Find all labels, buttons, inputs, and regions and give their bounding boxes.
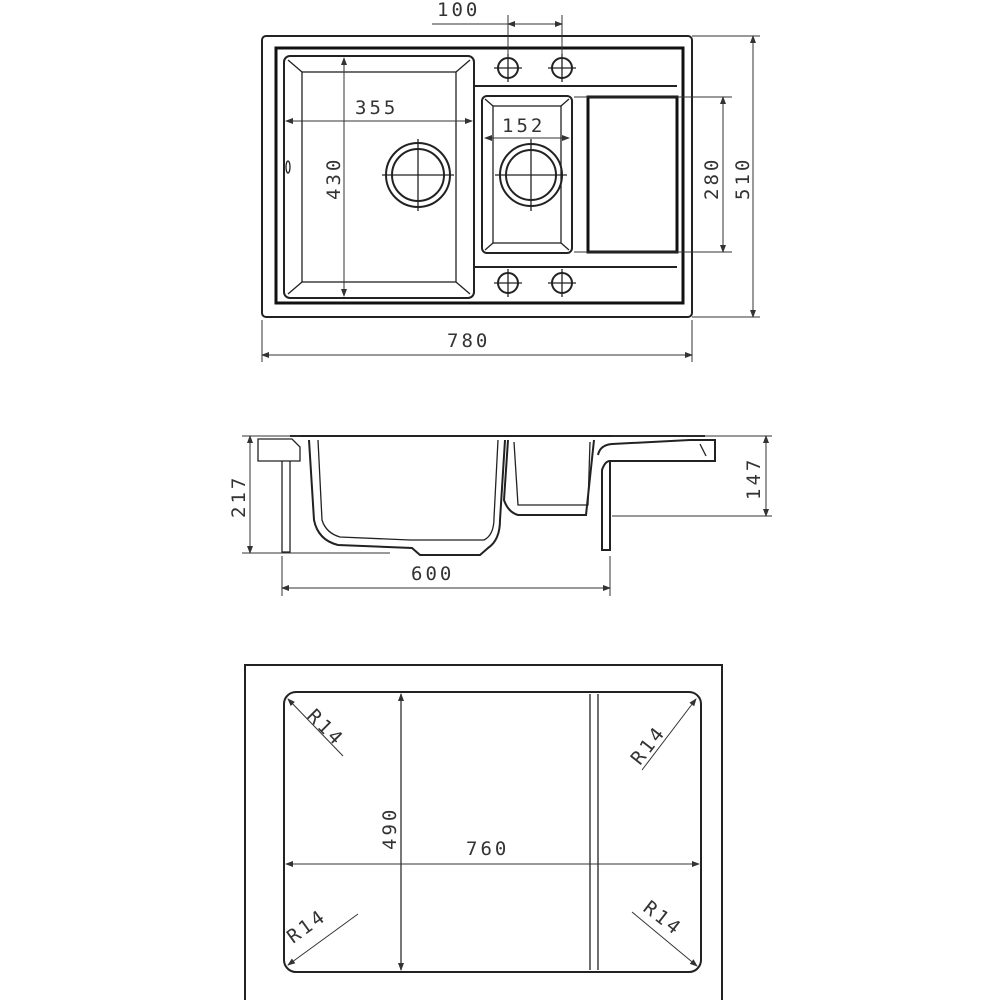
dim-cabinet-width: 600: [411, 563, 454, 585]
dim-total-height: 217: [228, 475, 250, 518]
radius-top-right: R14: [627, 721, 671, 769]
dim-main-bowl-width: 355: [355, 97, 398, 119]
dim-small-bowl-width: 152: [502, 115, 545, 137]
sink-rim: [274, 46, 685, 305]
waste-main-icon: [382, 139, 454, 211]
cutout-view: 760 490 R14 R14 R14 R14: [244, 664, 723, 1000]
small-bowl: [481, 95, 573, 254]
radius-bottom-right: R14: [639, 897, 687, 941]
countertop-outline: [244, 664, 723, 1000]
dim-cutout-depth: 490: [379, 807, 401, 850]
waste-small-icon: [495, 139, 567, 211]
dim-overall-width: 780: [447, 330, 490, 352]
main-bowl: [283, 55, 475, 299]
dim-cutout-width: 760: [466, 838, 509, 860]
top-view: 100 355 152 430 280 510 780: [261, 0, 760, 362]
overflow-icon: [285, 160, 291, 174]
main-bowl-floor: [301, 71, 457, 283]
radius-bottom-left: R14: [283, 905, 331, 948]
radius-top-left: R14: [302, 705, 348, 751]
side-view: 217 147 600: [228, 435, 772, 596]
dim-overall-depth: 510: [732, 157, 754, 200]
dim-tap-spacing: 100: [437, 0, 480, 21]
dim-small-bowl-height: 147: [743, 457, 765, 500]
cutout-outline: [283, 691, 702, 973]
dim-small-bowl-depth: 280: [701, 157, 723, 200]
sink-outline: [261, 35, 693, 318]
drainer-area: [586, 95, 679, 254]
dim-main-bowl-depth: 430: [323, 157, 345, 200]
